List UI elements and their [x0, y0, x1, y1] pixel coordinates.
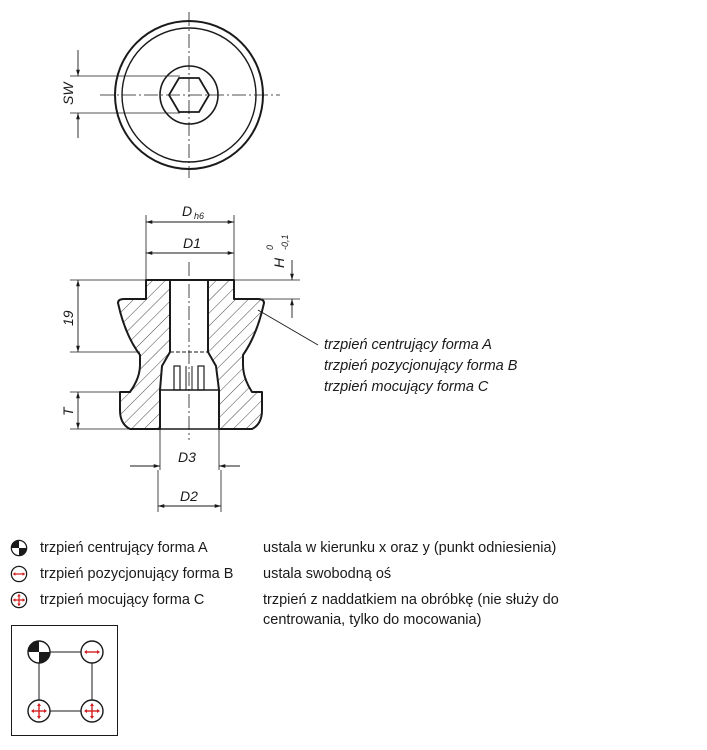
callout-line-3: trzpień mocujący forma C: [324, 379, 489, 395]
dim-d1: D1: [183, 235, 201, 251]
dim-d-tolerance: h6: [194, 211, 204, 221]
dim-d3: D3: [178, 449, 196, 465]
body-right: [207, 279, 265, 430]
legend-desc: ustala w kierunku x oraz y (punkt odnies…: [263, 540, 557, 556]
body-left: [117, 279, 171, 430]
positioning-pin-icon: [10, 565, 28, 583]
section-view: D h6 D1 H 0 -0,1 19 T D3: [60, 203, 319, 512]
grid-positioning-pin-icon: [80, 640, 104, 664]
dim-d: D: [182, 203, 192, 219]
dim-h-tol-lower: -0,1: [280, 234, 290, 250]
legend-desc: trzpień z naddatkiem na obróbkę (nie słu…: [263, 592, 559, 628]
legend-row-positioning: trzpień pozycjonujący forma B ustala swo…: [10, 564, 610, 590]
dim-19: 19: [60, 310, 76, 326]
clamping-pin-icon: [10, 591, 28, 609]
legend-desc: ustala swobodną oś: [263, 566, 392, 582]
pin-arrangement-diagram: [11, 625, 118, 736]
grid-clamping-pin-icon: [27, 699, 51, 723]
dim-h-tol-upper: 0: [265, 245, 275, 250]
legend-row-centering: trzpień centrujący forma A ustala w kier…: [10, 538, 610, 564]
legend: trzpień centrujący forma A ustala w kier…: [10, 538, 610, 636]
callout-line-1: trzpień centrujący forma A: [324, 337, 492, 353]
legend-row-clamping: trzpień mocujący forma C trzpień z nadda…: [10, 590, 610, 636]
legend-name: trzpień mocujący forma C: [40, 592, 205, 608]
centering-pin-icon: [10, 539, 28, 557]
callout-line-2: trzpień pozycjonujący forma B: [324, 358, 518, 374]
dim-d2: D2: [180, 488, 198, 504]
legend-name: trzpień pozycjonujący forma B: [40, 566, 234, 582]
dim-t: T: [60, 406, 76, 416]
grid-centering-pin-icon: [27, 640, 51, 664]
grid-clamping-pin-icon: [80, 699, 104, 723]
technical-drawing: SW D h6 D1: [60, 12, 518, 512]
callout-leader: [257, 309, 319, 346]
dim-sw: SW: [60, 81, 76, 105]
top-view: SW: [60, 12, 280, 178]
legend-name: trzpień centrujący forma A: [40, 540, 208, 556]
dim-h: H: [271, 257, 287, 268]
